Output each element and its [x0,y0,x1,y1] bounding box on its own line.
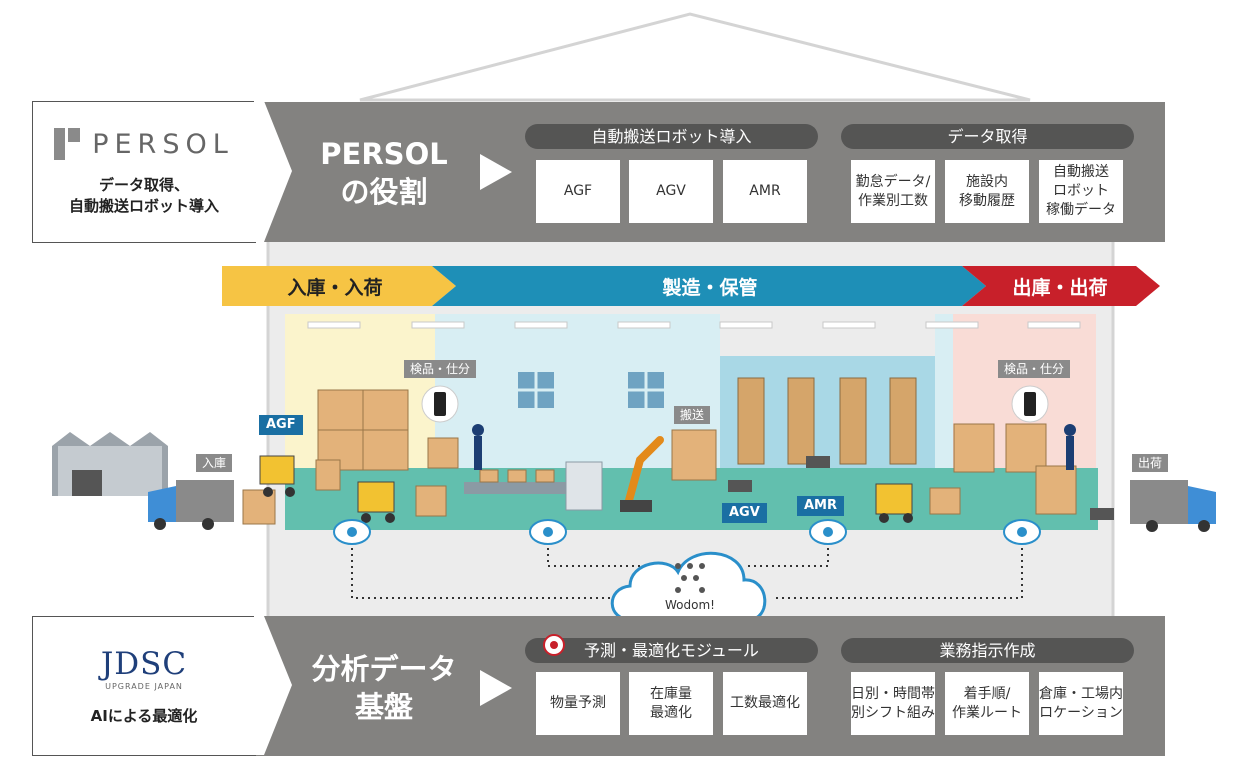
bottom-play-arrow-icon [480,670,512,706]
card-inventory-opt: 在庫量 最適化 [629,672,713,735]
inbound-tag: 入庫 [196,454,233,472]
card-amr: AMR [723,160,807,223]
jdsc-role-line2: 基盤 [354,690,413,724]
persol-caption-2: 自動搬送ロボット導入 [68,197,219,215]
amr-tag: AMR [797,496,845,516]
persol-role-line1: PERSOL [320,137,448,171]
top-logo-arrow [254,101,292,242]
persol-logo-text: PERSOL [92,128,234,160]
stage-outbound-label: 出庫・出荷 [1012,277,1108,299]
persol-role-line2: の役割 [340,175,428,209]
card-location-l1: 倉庫・工場内 [1039,685,1123,702]
card-movement: 施設内 移動履歴 [945,160,1029,223]
jdsc-logo-text: JDSC [100,646,188,682]
card-inventory-opt-l2: 最適化 [650,704,692,721]
card-attendance: 勤怠データ/ 作業別工数 [851,160,935,223]
bottom-logo-arrow [254,616,292,755]
top-group1-title: 自動搬送ロボット導入 [525,124,818,149]
bottom-group1-title-text: 予測・最適化モジュール [584,641,759,660]
card-labor-opt: 工数最適化 [723,672,807,735]
persol-caption-1: データ取得、 [98,176,189,194]
card-robot-data: 自動搬送 ロボット 稼働データ [1039,160,1123,223]
card-robot-data-l2: ロボット [1053,183,1109,199]
card-robot-data-l3: 稼働データ [1046,202,1116,218]
inspect-left-tag: 検品・仕分 [404,360,477,378]
card-agv: AGV [629,160,713,223]
stage-production-label: 製造・保管 [662,277,758,299]
persol-logo-box: PERSOL データ取得、 自動搬送ロボット導入 [32,101,256,243]
bottom-group2-title: 業務指示作成 [841,638,1134,663]
jdsc-role-line1: 分析データ [311,652,457,686]
card-volume-forecast: 物量予測 [536,672,620,735]
transport-tag: 搬送 [674,406,711,424]
persol-logo: PERSOL [54,128,234,160]
top-play-arrow-icon [480,154,512,190]
card-robot-data-l1: 自動搬送 [1053,164,1109,180]
card-route: 着手順/ 作業ルート [945,672,1029,735]
top-group2-title: データ取得 [841,124,1134,149]
agv-tag: AGV [722,503,767,523]
inspect-right-tag: 検品・仕分 [998,360,1071,378]
card-movement-l2: 移動履歴 [959,192,1015,209]
card-labor-opt-l1: 工数最適化 [730,695,800,711]
card-volume-forecast-l1: 物量予測 [550,695,606,711]
bottom-group1-title: 予測・最適化モジュール [525,634,818,663]
persol-role-title: PERSOL の役割 [300,135,468,211]
card-attendance-l2: 作業別工数 [858,192,928,209]
card-location-l2: ロケーション [1039,704,1123,721]
jdsc-logo-sub: UPGRADE JAPAN [105,682,183,691]
outbound-tag: 出荷 [1132,454,1169,472]
agf-tag: AGF [259,415,303,435]
stage-inbound-label: 入庫・入荷 [287,277,383,299]
wodom-cloud-label: Wodom! [665,598,715,612]
persol-mark-icon [54,128,81,160]
card-route-l2: 作業ルート [952,704,1022,721]
jdsc-logo-box: JDSC UPGRADE JAPAN AIによる最適化 [32,616,256,756]
card-route-l1: 着手順/ [963,685,1011,702]
brain-gear-icon [543,634,565,656]
card-shift-l1: 日別・時間帯 [851,685,935,702]
card-location: 倉庫・工場内 ロケーション [1039,672,1123,735]
card-inventory-opt-l1: 在庫量 [650,685,692,702]
card-shift-l2: 別シフト組み [851,704,935,721]
card-agf: AGF [536,160,620,223]
jdsc-role-title: 分析データ 基盤 [300,650,468,726]
card-movement-l1: 施設内 [966,173,1008,190]
jdsc-caption: AIによる最適化 [90,707,198,725]
card-shift: 日別・時間帯 別シフト組み [851,672,935,735]
card-attendance-l1: 勤怠データ/ [855,173,931,190]
